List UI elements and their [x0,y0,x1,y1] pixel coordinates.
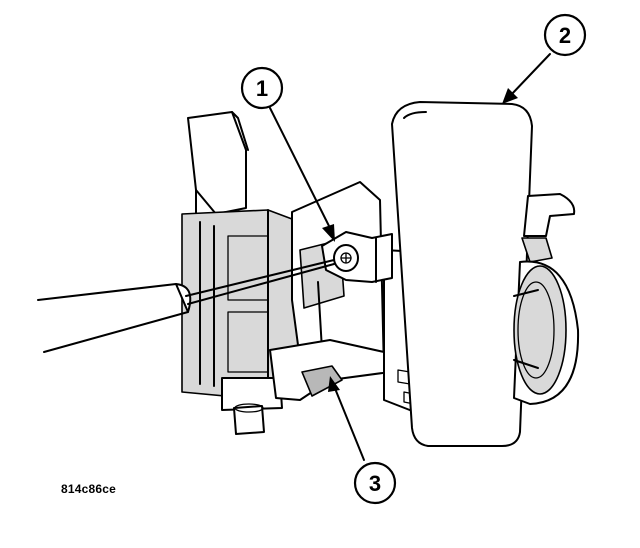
figure-id-label: 814c86ce [61,482,116,496]
leader-line-2 [502,53,551,104]
screwdriver [37,259,335,353]
callout-1: 1 [240,66,284,110]
mounting-bracket [269,181,421,415]
fastener [321,231,393,283]
callout-3-number: 3 [369,471,381,496]
module-cover [391,101,580,447]
leader-line-3 [328,376,365,461]
callout-3: 3 [353,461,397,505]
callout-2-number: 2 [559,23,571,48]
leader-line-1 [269,107,335,242]
callout-1-number: 1 [256,76,268,101]
callout-2: 2 [543,13,587,57]
